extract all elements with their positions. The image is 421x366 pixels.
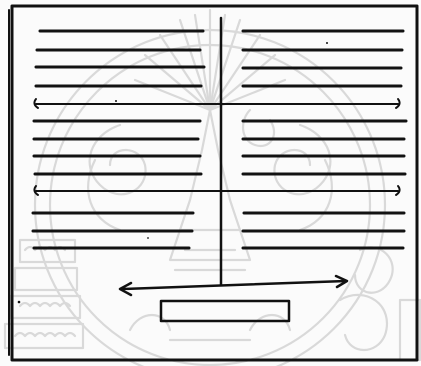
- left-group-3: [33, 213, 193, 248]
- right-ornament-stroke: [300, 160, 332, 230]
- left-ornament-stroke: [88, 160, 120, 230]
- ink-speck: [326, 42, 328, 44]
- ink-speck: [18, 301, 21, 304]
- right-flame-2: [340, 295, 387, 350]
- sunburst-rays: [135, 10, 285, 110]
- central-spire: [170, 110, 250, 260]
- right-figure-head: [243, 110, 274, 146]
- bottom-scroll-right: [250, 315, 290, 330]
- right-ornament-curl: [274, 125, 330, 194]
- temple-seal-watermark-icon: [5, 10, 420, 366]
- double-arrow-icon: [120, 276, 347, 295]
- left-pagoda-tier-1: [20, 240, 75, 262]
- ink-speck: [115, 100, 117, 102]
- right-column: [243, 31, 406, 248]
- left-ornament-curl: [90, 125, 146, 194]
- left-group-2: [34, 121, 201, 174]
- pagoda-scroll-3: [15, 333, 75, 336]
- spire-tiers: [175, 230, 245, 270]
- pagoda-scroll-2: [20, 303, 70, 306]
- empty-rectangle-icon: [161, 301, 289, 321]
- double-arrow-shaft: [122, 281, 346, 289]
- right-flame-1: [355, 247, 393, 292]
- frame-border: [12, 6, 417, 360]
- left-group-1: [36, 31, 204, 86]
- bottom-scroll-left: [130, 315, 170, 330]
- left-pagoda-tier-3: [10, 296, 80, 318]
- ink-speck: [147, 237, 149, 239]
